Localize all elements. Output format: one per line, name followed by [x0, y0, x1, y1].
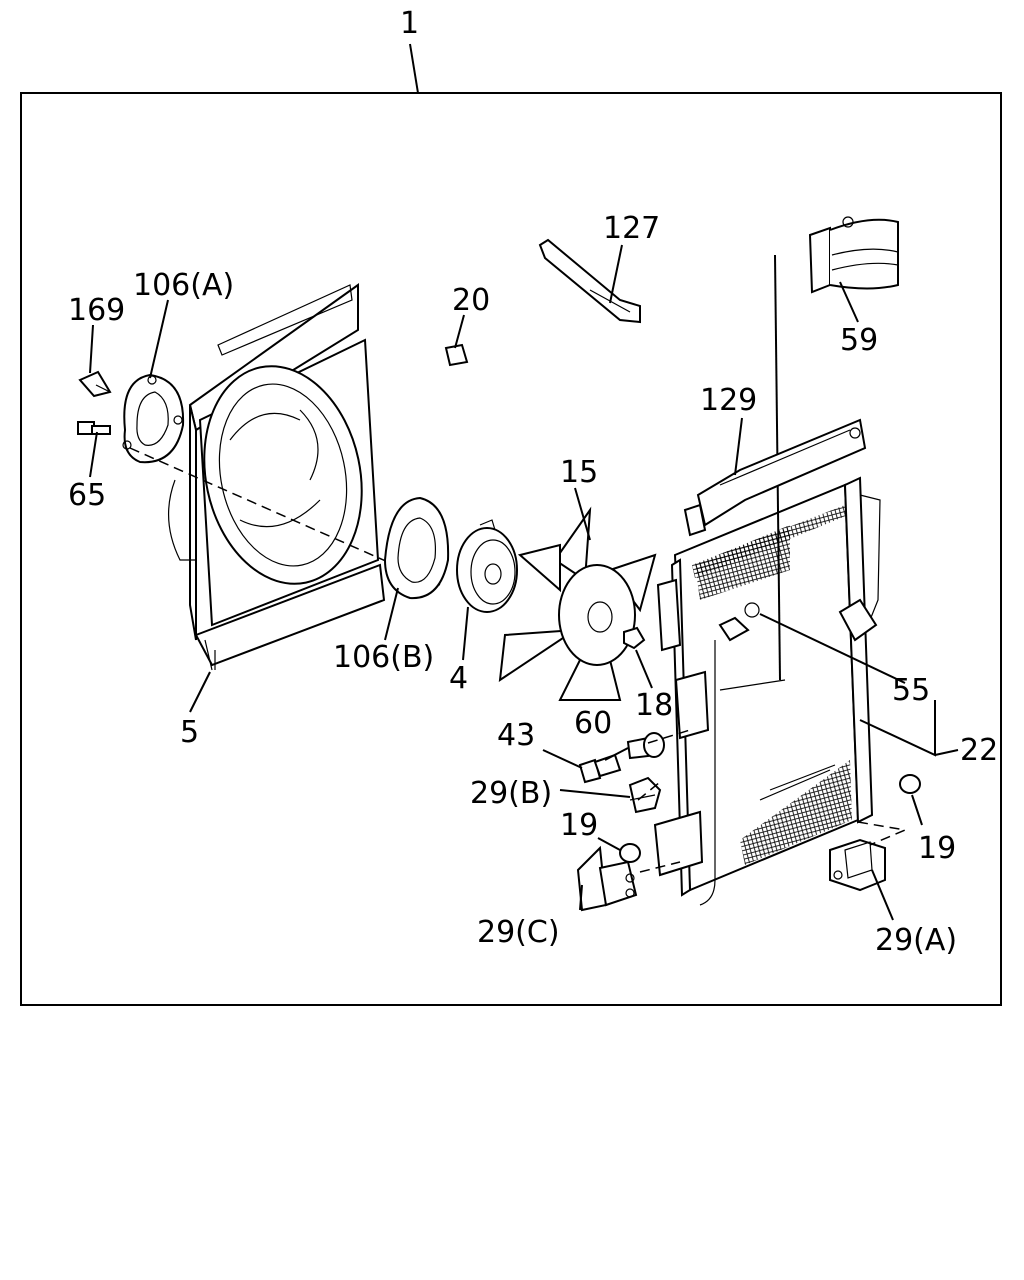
label-60: 60 [574, 706, 612, 741]
label-19-left: 19 [560, 808, 598, 843]
label-59: 59 [840, 323, 878, 358]
assembly-frame [20, 92, 1002, 1006]
label-65: 65 [68, 478, 106, 513]
label-29a: 29(A) [875, 923, 957, 958]
label-1: 1 [400, 6, 419, 41]
bracket-129 [683, 418, 867, 537]
axis-line [129, 447, 441, 586]
label-5: 5 [180, 715, 199, 750]
o-ring-55 [744, 602, 760, 618]
leader-lines [89, 244, 959, 921]
label-43: 43 [497, 718, 535, 753]
nut-19-right [899, 774, 921, 794]
fan-shroud [168, 283, 386, 671]
clamp-60 [626, 732, 665, 760]
side-brackets [653, 578, 710, 877]
gasket-106b [383, 496, 450, 600]
fan-15 [498, 506, 657, 701]
label-29c: 29(C) [477, 915, 560, 950]
label-20: 20 [452, 283, 490, 318]
label-129: 129 [700, 383, 757, 418]
fan-motor-4 [456, 519, 518, 613]
clip-20 [444, 343, 469, 367]
nut-19-left [619, 843, 641, 863]
bracket-59 [808, 216, 899, 294]
tie-band-127 [538, 238, 641, 324]
label-22: 22 [960, 733, 998, 768]
label-19-right: 19 [918, 831, 956, 866]
bolt-65 [77, 421, 111, 435]
label-29b: 29(B) [470, 776, 552, 811]
label-106b: 106(B) [333, 640, 434, 675]
label-106a: 106(A) [133, 268, 234, 303]
label-4: 4 [449, 661, 468, 696]
label-15: 15 [560, 455, 598, 490]
label-169: 169 [68, 293, 125, 328]
label-55: 55 [892, 673, 930, 708]
label-18: 18 [635, 688, 673, 723]
screw-169 [78, 370, 112, 398]
bolt-43 [578, 753, 622, 784]
leader-1 [409, 43, 419, 94]
bracket-29c [576, 845, 638, 912]
nut-18 [623, 626, 646, 650]
label-127: 127 [603, 211, 660, 246]
condenser-22 [670, 254, 881, 906]
gasket-106a [122, 373, 185, 464]
